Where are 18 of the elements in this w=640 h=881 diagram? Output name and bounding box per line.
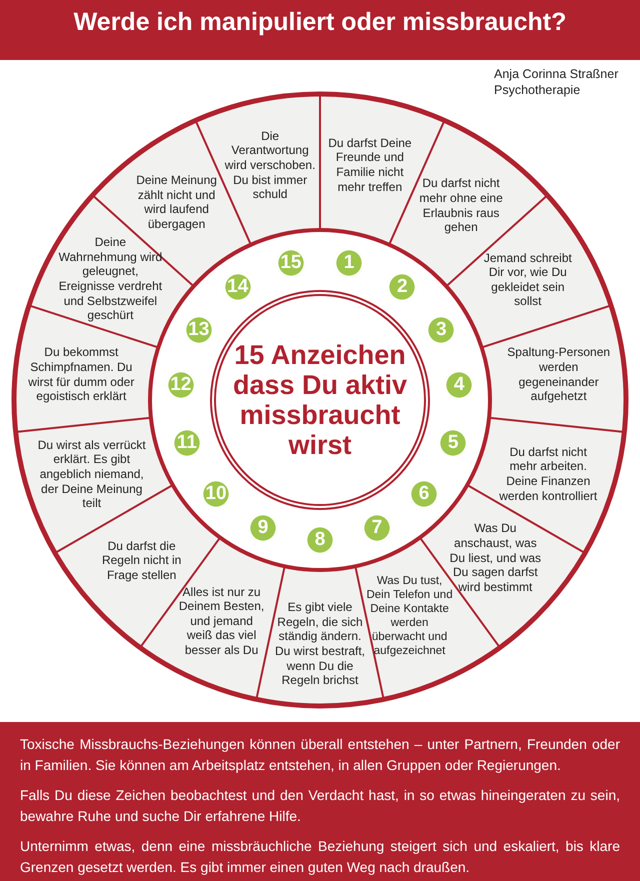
title: Werde ich manipuliert oder missbraucht? <box>72 8 568 37</box>
segment-text: Es gibt viele Regeln, die sich ständig ändern. Du wirst bestraft, wenn Du die Regeln brichst <box>274 600 366 688</box>
segment-text: Deine Wahrnehmung wird geleugnet, Ereignisse verdreht und Selbstzweifel geschürt <box>54 235 166 323</box>
segment-text: Was Du tust, Dein Telefon und Deine Kontakte werden überwacht und aufgezeichnet <box>364 574 455 658</box>
segment-text: Deine Meinung zählt nicht und wird laufend übergagen <box>130 173 223 232</box>
author-note: Anja Corinna Straßner Psychotherapie <box>494 66 620 98</box>
segment-text: Die Verantwortung wird verschoben. Du bist immer schuld <box>222 128 318 202</box>
segment-text: Du bekommst Schimpfnamen. Du wirst für dumm oder egoistisch erklärt <box>21 345 142 404</box>
center-heading: 15 Anzeichen dass Du aktiv missbraucht wirst <box>232 340 408 460</box>
note-paragraph: Falls Du diese Zeichen beobachtest und den Verdacht hast, in so etwas hineingeraten zu sein, bewahre Ruhe und suche Dir erfahrene Hilfe. <box>20 786 620 826</box>
note-paragraph: Unternimm etwas, denn eine missbräuchliche Beziehung steigert sich und eskaliert, bis klare Grenzen gesetzt werden. Es gibt immer einen guten Weg nach draußen. <box>20 837 620 877</box>
segment-text: Alles ist nur zu Deinem Besten, und jemand weiß das viel besser als Du <box>178 584 265 658</box>
segment-text: Du darfst die Regeln nicht in Frage stellen <box>88 538 196 582</box>
segment-text: Spaltung-Personen werden gegeneinander aufgehetzt <box>506 345 611 404</box>
segment-text: Du wirst als verrückt erklärt. Es gibt angeblich niemand, der Deine Meinung teilt <box>34 438 150 511</box>
segment-text: Jemand schreibt Dir vor, wie Du gekleidet sein sollst <box>478 250 578 309</box>
note-paragraph: Toxische Missbrauchs-Beziehungen können überall entstehen – unter Partnern, Freunden oder in Familien. Sie können am Arbeitsplatz entstehen, in allen Gruppen oder Regierungen. <box>20 735 620 775</box>
segment-text: Du darfst nicht mehr arbeiten. Deine Finanzen werden kontrolliert <box>496 444 600 504</box>
